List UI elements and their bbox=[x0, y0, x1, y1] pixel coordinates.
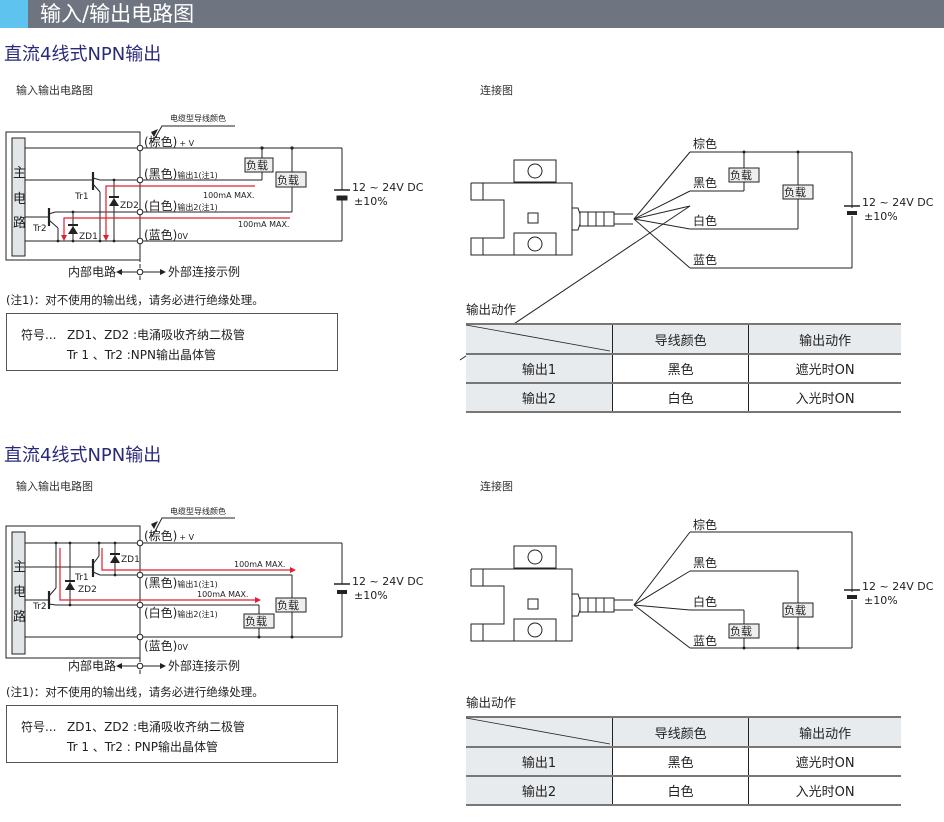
svg-text:12 ~ 24V DC: 12 ~ 24V DC bbox=[862, 196, 934, 209]
symbol-legend-1: 符号... ZD1、ZD2 :电涌吸收齐纳二极管 Tr 1 、Tr2 :NPN输… bbox=[6, 313, 338, 371]
svg-text:±10%: ±10% bbox=[354, 195, 388, 208]
svg-text:(黑色)输出1(注1): (黑色)输出1(注1) bbox=[144, 167, 218, 181]
svg-text:外部连接示例: 外部连接示例 bbox=[168, 264, 240, 279]
svg-text:负载: 负载 bbox=[730, 624, 752, 638]
svg-text:12 ~ 24V DC: 12 ~ 24V DC bbox=[862, 580, 934, 593]
circuit-label-2: 输入输出电路图 bbox=[16, 480, 93, 493]
header-wire-color: 导线颜色 bbox=[612, 716, 750, 748]
svg-text:负载: 负载 bbox=[246, 158, 268, 172]
svg-text:12 ~ 24V DC: 12 ~ 24V DC bbox=[352, 575, 424, 588]
circuit-diagram-2: 主 电 路 Tr1 Tr2 ZD1 ZD2 电缆型导线颜色 (棕色)+ V (黑… bbox=[5, 506, 424, 676]
svg-text:Tr2: Tr2 bbox=[32, 224, 47, 234]
banner-title: 输入/输出电路图 bbox=[40, 2, 195, 26]
svg-text:负载: 负载 bbox=[784, 185, 806, 199]
section-banner: 输入/输出电路图 bbox=[0, 0, 944, 28]
svg-text:白色: 白色 bbox=[693, 213, 717, 228]
svg-text:负载: 负载 bbox=[277, 598, 299, 612]
section-title-1: 直流4线式NPN输出 bbox=[4, 44, 162, 65]
svg-text:路: 路 bbox=[13, 215, 26, 231]
load-box-1 bbox=[244, 157, 274, 173]
svg-text:主: 主 bbox=[13, 560, 26, 575]
table-header-row: 导线颜色 输出动作 bbox=[465, 716, 901, 748]
svg-text:电: 电 bbox=[13, 585, 26, 600]
svg-text:ZD1: ZD1 bbox=[121, 555, 140, 565]
table-row: 输出2 白色 入光时ON bbox=[466, 383, 901, 413]
svg-text:白色: 白色 bbox=[693, 594, 717, 609]
output-action-table-1: 导线颜色 输出动作 输出1 黑色 遮光时ON 输出2 白色 入光时ON bbox=[465, 323, 901, 413]
header-wire-color: 导线颜色 bbox=[612, 323, 750, 355]
svg-text:ZD2: ZD2 bbox=[120, 201, 139, 211]
load-box-2 bbox=[275, 171, 307, 188]
table-title-2: 输出动作 bbox=[466, 695, 517, 710]
svg-text:(白色)输出2(注1): (白色)输出2(注1) bbox=[144, 605, 218, 620]
svg-text:蓝色: 蓝色 bbox=[693, 253, 717, 267]
svg-text:(棕色)+ V: (棕色)+ V bbox=[144, 528, 195, 543]
svg-text:电缆型导线颜色: 电缆型导线颜色 bbox=[170, 506, 226, 516]
svg-text:负载: 负载 bbox=[277, 173, 299, 187]
table-row: 输出1 黑色 遮光时ON bbox=[466, 747, 901, 777]
table-row: 输出1 黑色 遮光时ON bbox=[466, 354, 901, 384]
svg-text:黑色: 黑色 bbox=[693, 176, 717, 190]
svg-text:路: 路 bbox=[13, 609, 26, 625]
sensor-icon bbox=[470, 531, 860, 649]
svg-text:100mA MAX.: 100mA MAX. bbox=[203, 191, 254, 200]
svg-text:电: 电 bbox=[13, 192, 26, 207]
table-title-1: 输出动作 bbox=[466, 302, 517, 317]
load-box-white bbox=[782, 184, 814, 200]
banner-accent bbox=[0, 0, 28, 28]
load-box-black bbox=[728, 167, 760, 183]
svg-text:12 ~ 24V DC: 12 ~ 24V DC bbox=[352, 181, 424, 194]
svg-text:黑色: 黑色 bbox=[693, 556, 717, 570]
svg-text:Tr1: Tr1 bbox=[74, 192, 89, 202]
svg-text:(白色)输出2(注1): (白色)输出2(注1) bbox=[144, 198, 218, 213]
svg-text:ZD2: ZD2 bbox=[78, 585, 97, 595]
svg-text:±10%: ±10% bbox=[864, 594, 898, 607]
svg-text:负载: 负载 bbox=[245, 614, 267, 628]
sensor-icon bbox=[459, 151, 860, 361]
svg-text:(蓝色)0V: (蓝色)0V bbox=[144, 228, 188, 242]
svg-text:负载: 负载 bbox=[784, 603, 806, 617]
circuit-label-1: 输入输出电路图 bbox=[16, 84, 93, 97]
svg-text:ZD1: ZD1 bbox=[79, 232, 98, 242]
connection-diagram-2: 棕色 黑色 白色 蓝色 负载 负载 12 ~ 24V DC ±10% bbox=[470, 517, 934, 650]
svg-text:(棕色)+ V: (棕色)+ V bbox=[144, 134, 195, 149]
svg-text:(蓝色)0V: (蓝色)0V bbox=[144, 639, 188, 653]
svg-text:棕色: 棕色 bbox=[693, 517, 717, 532]
circuit-diagram-1: 主 电 路 Tr1 Tr2 ZD2 ZD1 电缆型导线颜色 (棕色)+ V (黑… bbox=[5, 113, 424, 282]
svg-text:负载: 负载 bbox=[730, 168, 752, 182]
table-corner-cell bbox=[465, 716, 613, 748]
output-action-table-2: 导线颜色 输出动作 输出1 黑色 遮光时ON 输出2 白色 入光时ON bbox=[465, 716, 901, 806]
svg-text:100mA MAX.: 100mA MAX. bbox=[197, 590, 248, 599]
svg-text:外部连接示例: 外部连接示例 bbox=[168, 658, 240, 673]
main-circuit-block bbox=[11, 137, 26, 257]
svg-text:内部电路: 内部电路 bbox=[68, 658, 116, 673]
svg-text:±10%: ±10% bbox=[864, 210, 898, 223]
svg-text:内部电路: 内部电路 bbox=[68, 264, 116, 279]
connection-label-1: 连接图 bbox=[480, 84, 513, 97]
svg-text:100mA MAX.: 100mA MAX. bbox=[238, 220, 289, 229]
svg-text:±10%: ±10% bbox=[354, 589, 388, 602]
header-output-action: 输出动作 bbox=[748, 323, 901, 355]
svg-text:棕色: 棕色 bbox=[693, 136, 717, 151]
connection-diagram-1: 棕色 黑色 白色 蓝色 负载 负载 12 ~ 24V DC ±10% bbox=[459, 136, 934, 361]
table-row: 输出2 白色 入光时ON bbox=[466, 776, 901, 806]
svg-text:(黑色)输出1(注1): (黑色)输出1(注1) bbox=[144, 576, 218, 590]
table-corner-cell bbox=[465, 323, 613, 355]
svg-text:Tr2: Tr2 bbox=[32, 602, 47, 612]
svg-text:100mA MAX.: 100mA MAX. bbox=[234, 560, 285, 569]
note-1: (注1)：对不使用的输出线，请务必进行绝缘处理。 bbox=[6, 293, 264, 307]
symbol-legend-2: 符号... ZD1、ZD2 :电涌吸收齐纳二极管 Tr 1 、Tr2 : PNP… bbox=[6, 705, 338, 763]
table-header-row: 导线颜色 输出动作 bbox=[465, 323, 901, 355]
header-output-action: 输出动作 bbox=[748, 716, 901, 748]
svg-text:主: 主 bbox=[13, 166, 26, 181]
svg-text:电缆型导线颜色: 电缆型导线颜色 bbox=[170, 113, 226, 123]
svg-text:Tr1: Tr1 bbox=[74, 573, 89, 583]
note-2: (注1)：对不使用的输出线，请务必进行绝缘处理。 bbox=[6, 685, 264, 699]
connection-label-2: 连接图 bbox=[480, 480, 513, 493]
section-title-2: 直流4线式NPN输出 bbox=[4, 445, 162, 466]
svg-text:蓝色: 蓝色 bbox=[693, 634, 717, 648]
